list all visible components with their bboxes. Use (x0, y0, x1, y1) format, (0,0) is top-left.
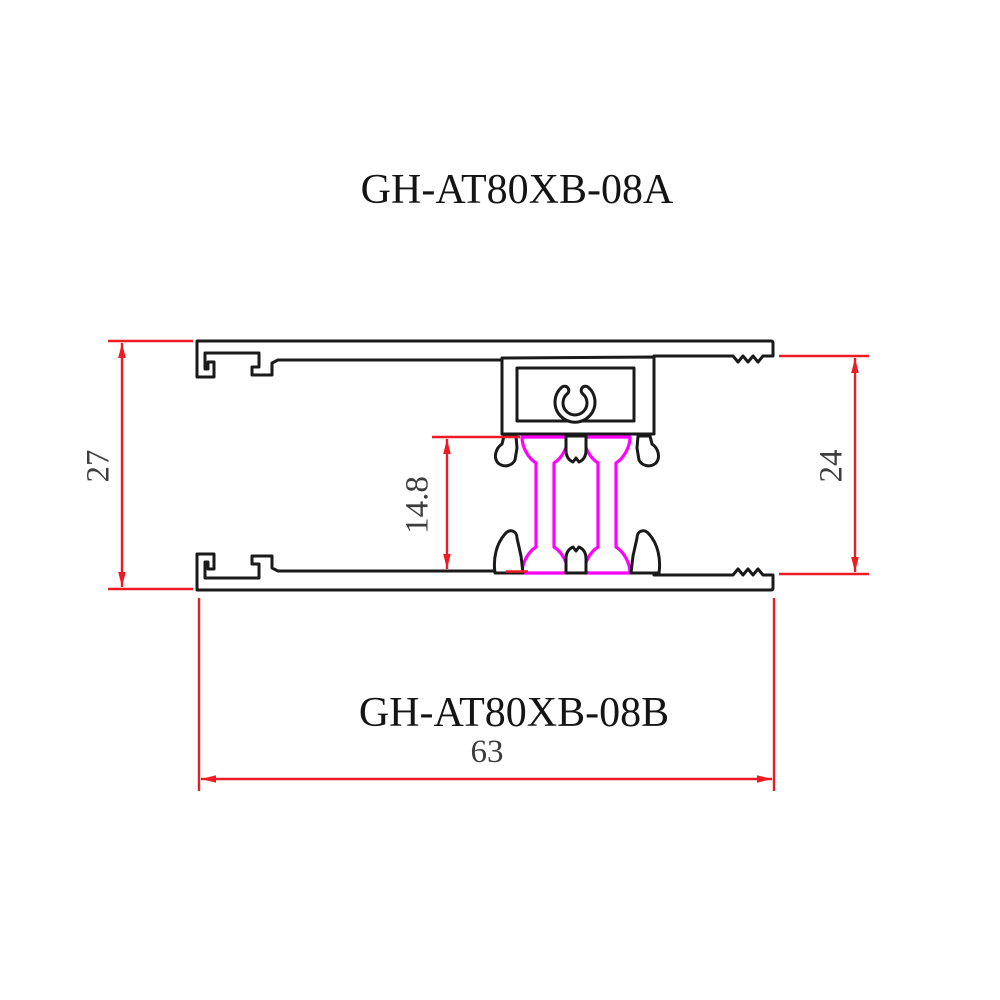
top-right-claw (635, 434, 661, 468)
arrowhead (201, 775, 216, 783)
bottom-flange-outline (195, 552, 775, 592)
arrowhead (443, 554, 451, 569)
dimension-overall-width-bottom: 63 (197, 598, 776, 791)
screw-boss-box-cavity (515, 366, 636, 423)
top-flange-outline (195, 339, 775, 379)
dim-value-27: 27 (81, 450, 117, 483)
dimension-overall-height-left: 27 (81, 339, 193, 591)
arrowhead (851, 557, 859, 572)
top-left-claw (493, 434, 519, 468)
dimension-thermal-break-height: 14.8 (400, 435, 528, 573)
arrowhead (118, 572, 126, 587)
dim-value-14-8: 14.8 (400, 476, 436, 534)
dim-value-24: 24 (814, 450, 850, 483)
bottom-aluminum-profile (195, 552, 775, 592)
arrowhead (851, 358, 859, 373)
thermal-break-claws (492, 434, 662, 575)
thermal-break-bar-left (520, 435, 570, 575)
dimension-chamber-height-right: 24 (779, 354, 869, 576)
bottom-right-claw (629, 529, 662, 575)
title-bottom-profile: GH-AT80XB-08B (359, 690, 669, 736)
bottom-center-tongue (564, 545, 588, 575)
title-top-profile: GH-AT80XB-08A (361, 167, 674, 213)
arrowhead (757, 775, 772, 783)
arrowhead (443, 439, 451, 454)
top-aluminum-profile (195, 339, 775, 436)
arrowhead (118, 343, 126, 358)
top-center-tongue (564, 434, 588, 464)
thermal-break-bar-right (582, 435, 632, 575)
screw-port-c-shape (553, 384, 597, 424)
dim-value-63: 63 (471, 734, 504, 770)
bottom-left-claw (492, 529, 525, 575)
